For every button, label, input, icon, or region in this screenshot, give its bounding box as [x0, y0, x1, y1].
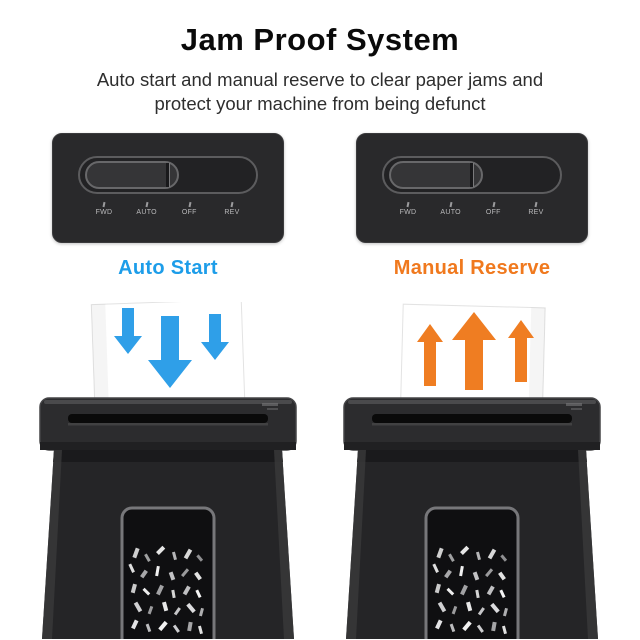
- manual-reserve-label: Manual Reserve: [393, 256, 551, 279]
- up-arrows-icon: [417, 311, 534, 390]
- mode-position: OFF: [169, 201, 209, 216]
- tick-mark: [230, 201, 234, 207]
- subtitle-line-1: Auto start and manual reserve to clear p…: [96, 69, 544, 90]
- control-panel-auto: FWD AUTO OFF REV: [52, 132, 284, 243]
- mode-position: OFF: [473, 201, 513, 216]
- tick-mark: [534, 201, 538, 207]
- mode-label-fwd: FWD: [399, 208, 417, 216]
- auto-start-label: Auto Start: [118, 256, 218, 279]
- mode-slider-knob: [85, 160, 179, 189]
- mode-position: FWD: [388, 201, 428, 216]
- page-title: Jam Proof System: [180, 22, 460, 57]
- mode-label-auto: AUTO: [136, 208, 157, 216]
- mode-position-labels: FWD AUTO OFF REV: [388, 201, 556, 216]
- slider-ridge: [470, 162, 474, 187]
- mode-position: AUTO: [127, 201, 167, 216]
- tick-mark: [406, 201, 410, 207]
- mode-position-labels: FWD AUTO OFF REV: [84, 201, 252, 216]
- mode-label-auto: AUTO: [440, 208, 461, 216]
- shredder-manual-reserve-illustration: [342, 303, 602, 639]
- tick-mark: [449, 201, 452, 207]
- shredder-body: [342, 396, 602, 639]
- auto-start-section: FWD AUTO OFF REV Auto Sta: [18, 132, 318, 639]
- slider-ridge: [166, 162, 170, 187]
- manual-reserve-section: FWD AUTO OFF REV Manual R: [322, 132, 622, 639]
- control-panel-manual: FWD AUTO OFF REV: [356, 132, 588, 243]
- tick-mark: [492, 201, 495, 207]
- comparison-columns: FWD AUTO OFF REV Auto Sta: [0, 132, 640, 639]
- mode-position: FWD: [84, 201, 124, 216]
- mode-label-off: OFF: [181, 208, 197, 216]
- tick-mark: [102, 201, 106, 207]
- mode-position: REV: [516, 201, 556, 216]
- mode-label-fwd: FWD: [95, 208, 113, 216]
- shredder-body: [38, 396, 298, 639]
- mode-position: AUTO: [431, 201, 471, 216]
- mode-slider-track: [382, 155, 562, 194]
- mode-slider-track: [78, 155, 258, 194]
- subtitle: Auto start and manual reserve to clear p…: [40, 68, 600, 117]
- shredder-auto-start-illustration: [38, 301, 298, 639]
- tick-mark: [188, 201, 191, 207]
- mode-label-rev: REV: [224, 208, 240, 216]
- down-arrows-icon: [114, 307, 229, 388]
- subtitle-line-2: protect your machine from being defunct: [154, 93, 486, 115]
- mode-label-rev: REV: [528, 208, 544, 216]
- tick-mark: [145, 201, 148, 207]
- mode-slider-knob: [389, 160, 483, 189]
- mode-position: REV: [212, 201, 252, 216]
- mode-label-off: OFF: [485, 208, 501, 216]
